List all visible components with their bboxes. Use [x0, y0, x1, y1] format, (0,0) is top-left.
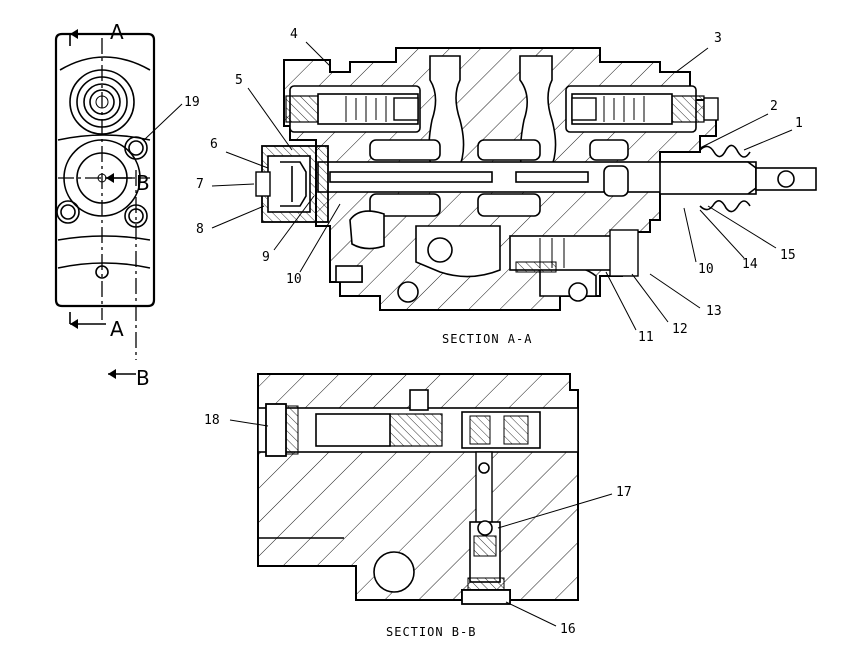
section-aa-view: 4 3 5 2 1 6 7 8 9 10 10 11 12 13 14 15 S…	[196, 27, 817, 346]
section-aa-title: SECTION A-A	[442, 332, 532, 346]
callout-5: 5	[235, 73, 243, 88]
callout-10-left: 10	[286, 272, 302, 287]
relief-valve-right	[571, 93, 719, 125]
check-valve	[509, 229, 639, 277]
cut-letter-a-top: A	[110, 20, 124, 44]
cut-letter-b-mid: B	[136, 171, 150, 195]
section-bb-title: SECTION B-B	[386, 625, 476, 639]
callout-7: 7	[196, 177, 204, 192]
callout-1: 1	[795, 116, 803, 131]
callout-4: 4	[290, 27, 298, 42]
cut-letter-a-bottom: A	[110, 317, 124, 341]
callout-3: 3	[714, 31, 722, 46]
callout-16: 16	[560, 622, 576, 637]
callout-2: 2	[770, 99, 778, 114]
callout-9: 9	[262, 250, 270, 265]
callout-8: 8	[196, 222, 204, 237]
callout-6: 6	[210, 137, 218, 152]
callout-18: 18	[204, 413, 220, 428]
callout-15: 15	[780, 248, 796, 263]
callout-10-right: 10	[698, 262, 714, 277]
callout-19: 19	[184, 95, 200, 110]
callout-11: 11	[638, 330, 654, 345]
cut-letter-b-bottom: B	[136, 366, 150, 390]
callout-17: 17	[616, 485, 632, 500]
callout-14: 14	[742, 257, 758, 272]
section-bb-view: 18 17 16 SECTION B-B	[204, 373, 632, 639]
relief-valve-left	[285, 93, 419, 125]
callout-13: 13	[706, 304, 722, 319]
section-cut-markers: A A B B	[69, 20, 150, 390]
callout-12: 12	[672, 322, 688, 337]
end-view	[54, 32, 156, 360]
